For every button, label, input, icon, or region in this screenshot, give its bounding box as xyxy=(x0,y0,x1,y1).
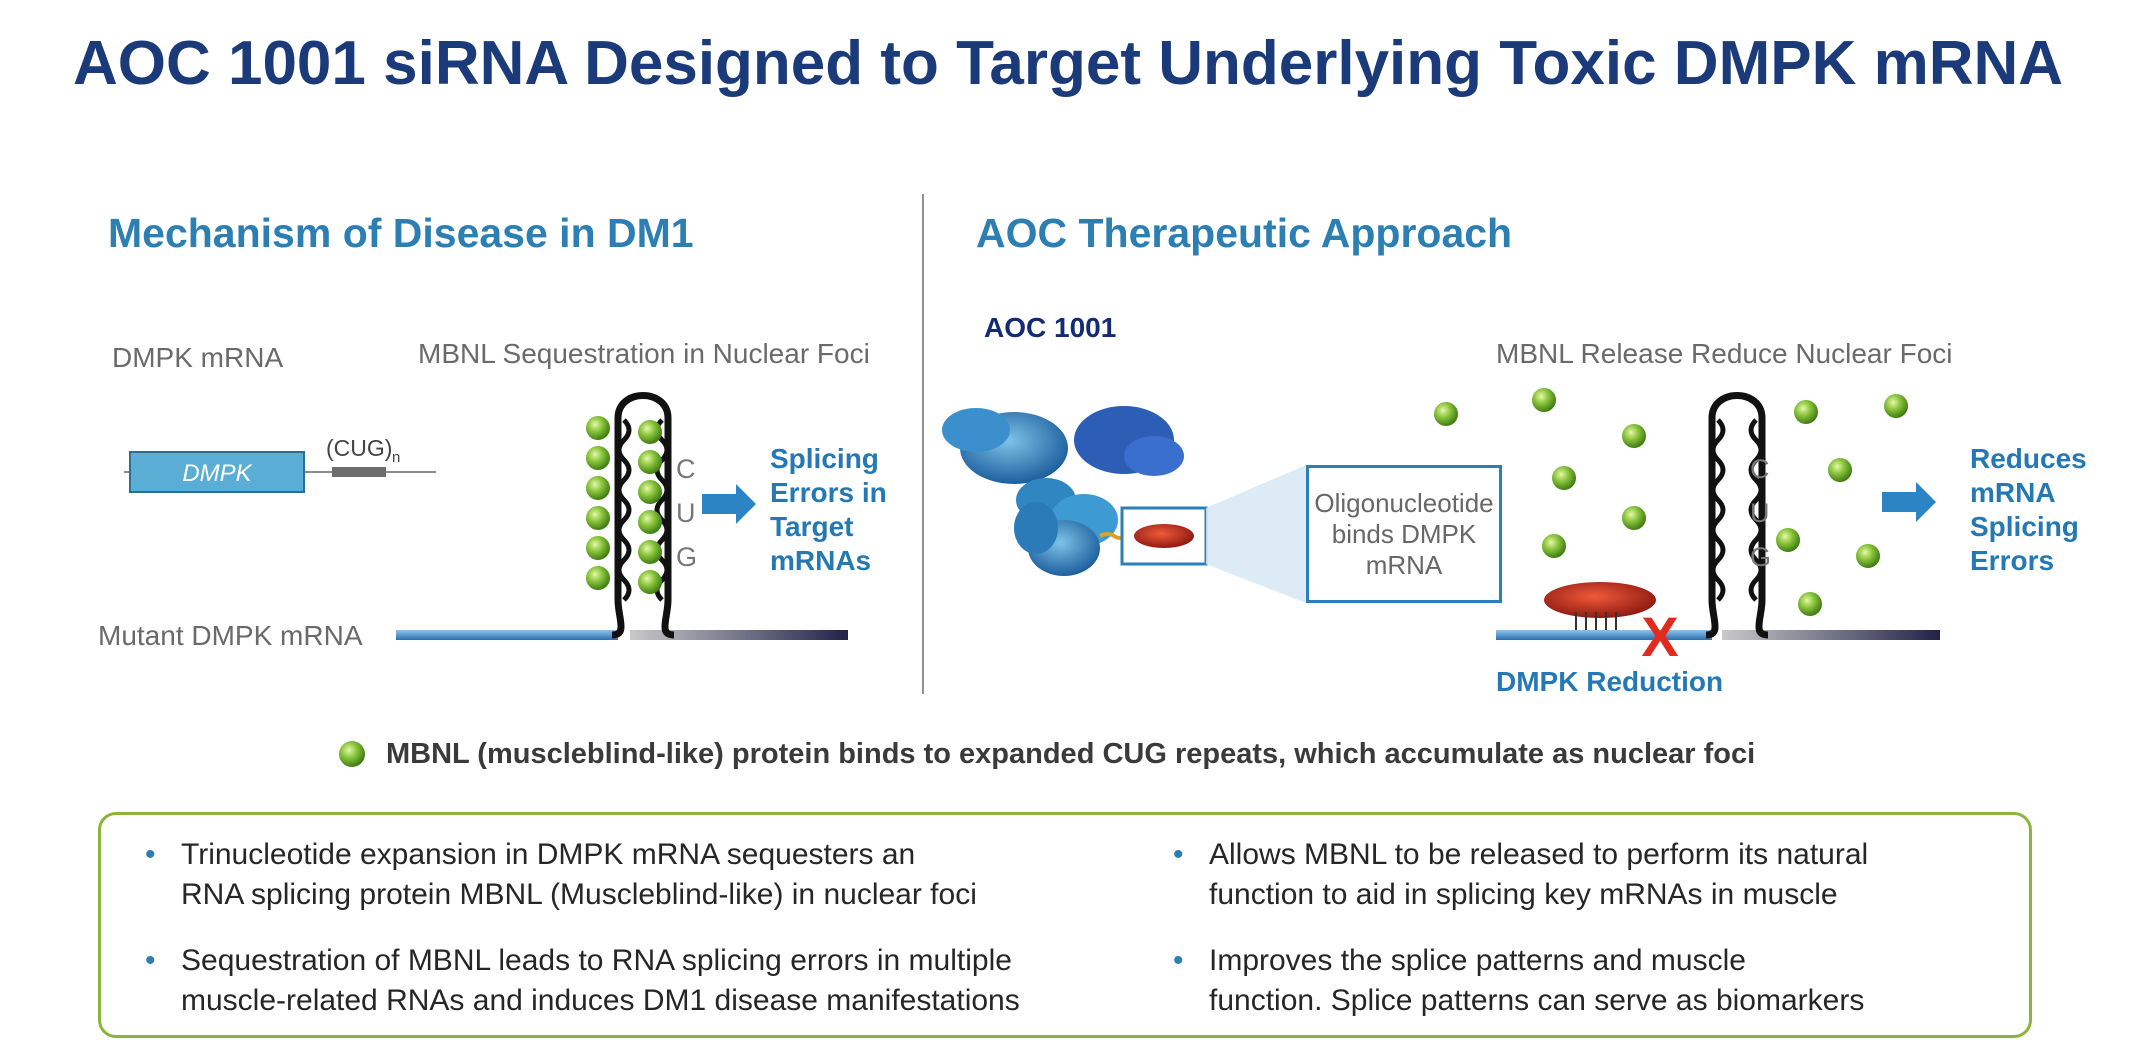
right-cug-hairpin xyxy=(1705,392,1769,639)
sirna-tethers xyxy=(1575,612,1617,630)
dmpk-box-label: DMPK xyxy=(182,460,252,487)
cug-hairpin xyxy=(611,392,675,639)
cug-letter-g: G xyxy=(676,542,697,572)
reduction-x-mark: X xyxy=(1641,605,1678,668)
summary-bullet: •Trinucleotide expansion in DMPK mRNA se… xyxy=(145,838,977,911)
sirna-bound-molecule xyxy=(1544,582,1656,618)
summary-box: •Trinucleotide expansion in DMPK mRNA se… xyxy=(98,812,2032,1038)
right-cug-letter-c: C xyxy=(1750,454,1770,484)
cug-letter-u: U xyxy=(676,498,696,528)
antibody-structure xyxy=(942,406,1184,576)
oligo-binding-box: Oligonucleotide binds DMPK mRNA xyxy=(1306,465,1502,603)
summary-bullet: •Allows MBNL to be released to perform i… xyxy=(1173,838,1869,911)
arrow-icon xyxy=(702,484,756,524)
reduces-errors-callout: Reduces mRNA Splicing Errors xyxy=(1970,443,2087,576)
therapeutic-diagram: C U G X xyxy=(942,388,1940,668)
mbnl-legend-icon xyxy=(339,741,365,767)
mrna-blue-strand xyxy=(396,630,618,640)
mutant-dmpk-label: Mutant DMPK mRNA xyxy=(98,620,363,651)
right-mrna-blue-strand xyxy=(1496,630,1712,640)
released-mbnl-proteins xyxy=(1434,388,1908,616)
zoom-wedge xyxy=(1206,465,1306,603)
legend-text: MBNL (muscleblind-like) protein binds to… xyxy=(386,738,1756,770)
disease-mechanism-diagram: DMPK (CUG) n C U G xyxy=(124,392,848,640)
page-title: AOC 1001 siRNA Designed to Target Underl… xyxy=(72,29,2064,98)
right-panel-heading: AOC Therapeutic Approach xyxy=(976,210,1513,256)
left-panel-heading: Mechanism of Disease in DM1 xyxy=(108,210,694,256)
splicing-errors-callout: Splicing Errors in Target mRNAs xyxy=(770,443,887,576)
aoc-1001-label: AOC 1001 xyxy=(984,312,1117,343)
summary-bullet: •Sequestration of MBNL leads to RNA spli… xyxy=(145,944,1020,1017)
dmpk-reduction-label: DMPK Reduction xyxy=(1496,666,1724,697)
summary-left-column: •Trinucleotide expansion in DMPK mRNA se… xyxy=(145,835,1105,1047)
bound-mbnl-proteins xyxy=(586,416,662,594)
cug-letter-c: C xyxy=(676,454,696,484)
right-cug-letter-g: G xyxy=(1750,542,1771,572)
sequestration-label: MBNL Sequestration in Nuclear Foci xyxy=(418,338,870,369)
cug-subscript: n xyxy=(392,449,400,466)
summary-bullet: •Improves the splice patterns and muscle… xyxy=(1173,944,1865,1017)
mrna-dark-strand xyxy=(630,630,848,640)
cug-repeat-segment xyxy=(332,467,386,477)
right-cug-letter-u: U xyxy=(1750,498,1770,528)
oligo-molecule xyxy=(1134,524,1194,548)
right-arrow-icon xyxy=(1882,482,1936,522)
cug-label: (CUG) xyxy=(326,435,392,461)
summary-right-column: •Allows MBNL to be released to perform i… xyxy=(1173,835,1993,1047)
right-mrna-dark-strand xyxy=(1722,630,1940,640)
dmpk-gene-box xyxy=(129,451,305,493)
dmpk-mrna-label: DMPK mRNA xyxy=(112,342,284,373)
panel-divider xyxy=(922,194,924,694)
mbnl-release-label: MBNL Release Reduce Nuclear Foci xyxy=(1496,338,1953,369)
